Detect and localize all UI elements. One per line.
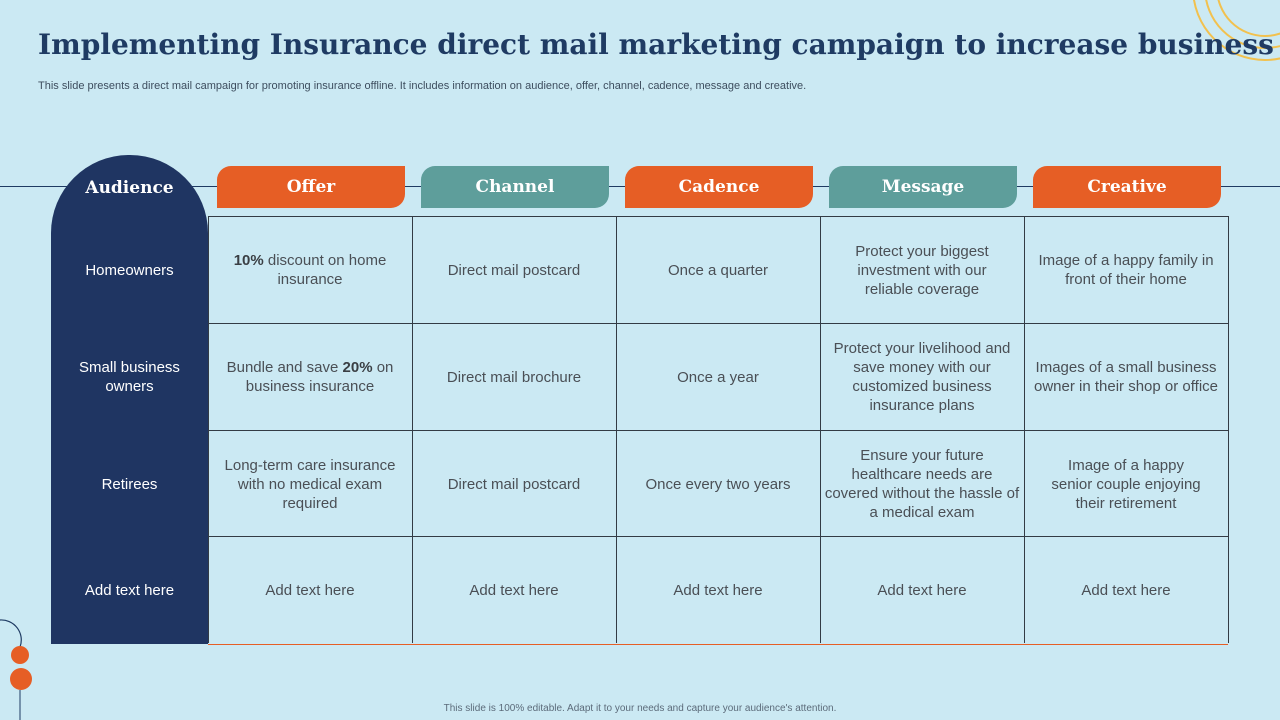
column-header-offer: Offer — [217, 166, 405, 208]
column-header-message: Message — [829, 166, 1017, 208]
grid-line — [1228, 216, 1229, 643]
table-grid — [208, 216, 1228, 645]
highlight-value: 20% — [342, 359, 373, 376]
table-cell-message: Add text here — [877, 581, 967, 599]
table-cell-creative: Images of a small business owner in thei… — [1034, 359, 1218, 395]
table-cell-offer: Add text here — [265, 581, 355, 599]
table-cell-offer: 10% discount on home insurance — [233, 252, 387, 288]
audience-cell: Add text here — [84, 581, 175, 599]
table-cell-channel: Direct mail postcard — [447, 475, 581, 493]
highlight-value: 10% — [233, 252, 264, 269]
table-cell-cadence: Once a quarter — [667, 261, 769, 279]
table-cell-channel: Add text here — [469, 581, 559, 599]
table-cell-cadence: Once every two years — [645, 475, 791, 493]
audience-cell: Retirees — [101, 475, 158, 493]
footer-note: This slide is 100% editable. Adapt it to… — [443, 703, 837, 714]
grid-line — [208, 216, 209, 643]
column-header-channel: Channel — [421, 166, 609, 208]
page-title: Implementing Insurance direct mail marke… — [38, 28, 1274, 61]
grid-line — [208, 430, 1228, 431]
decorative-left-shapes — [0, 619, 32, 720]
grid-line — [820, 216, 821, 643]
grid-line — [208, 323, 1228, 324]
column-header-creative: Creative — [1033, 166, 1221, 208]
decorative-arcs — [1193, 0, 1280, 61]
table-cell-cadence: Once a year — [677, 368, 759, 386]
audience-column — [51, 155, 208, 644]
page-subtitle: This slide presents a direct mail campai… — [38, 80, 807, 92]
table-cell-cadence: Add text here — [673, 581, 763, 599]
audience-header: Audience — [85, 178, 174, 198]
table-cell-creative: Image of a happy senior couple enjoying … — [1051, 456, 1201, 512]
table-cell-message: Protect your livelihood and save money w… — [833, 340, 1011, 414]
table-cell-creative: Add text here — [1081, 581, 1171, 599]
audience-cell: Homeowners — [85, 261, 174, 279]
grid-line — [412, 216, 413, 643]
column-header-cadence: Cadence — [625, 166, 813, 208]
table-cell-offer: Bundle and save 20% on business insuranc… — [226, 359, 394, 395]
table-cell-creative: Image of a happy family in front of thei… — [1038, 252, 1214, 288]
grid-line — [616, 216, 617, 643]
audience-cell: Small business owners — [79, 359, 180, 395]
table-cell-channel: Direct mail brochure — [446, 368, 582, 386]
table-cell-channel: Direct mail postcard — [447, 261, 581, 279]
table-cell-message: Protect your biggest investment with our… — [855, 242, 989, 298]
grid-line — [208, 536, 1228, 537]
table-cell-message: Ensure your future healthcare needs are … — [824, 447, 1020, 521]
grid-line — [1024, 216, 1025, 643]
table-cell-offer: Long-term care insurance with no medical… — [224, 456, 396, 512]
